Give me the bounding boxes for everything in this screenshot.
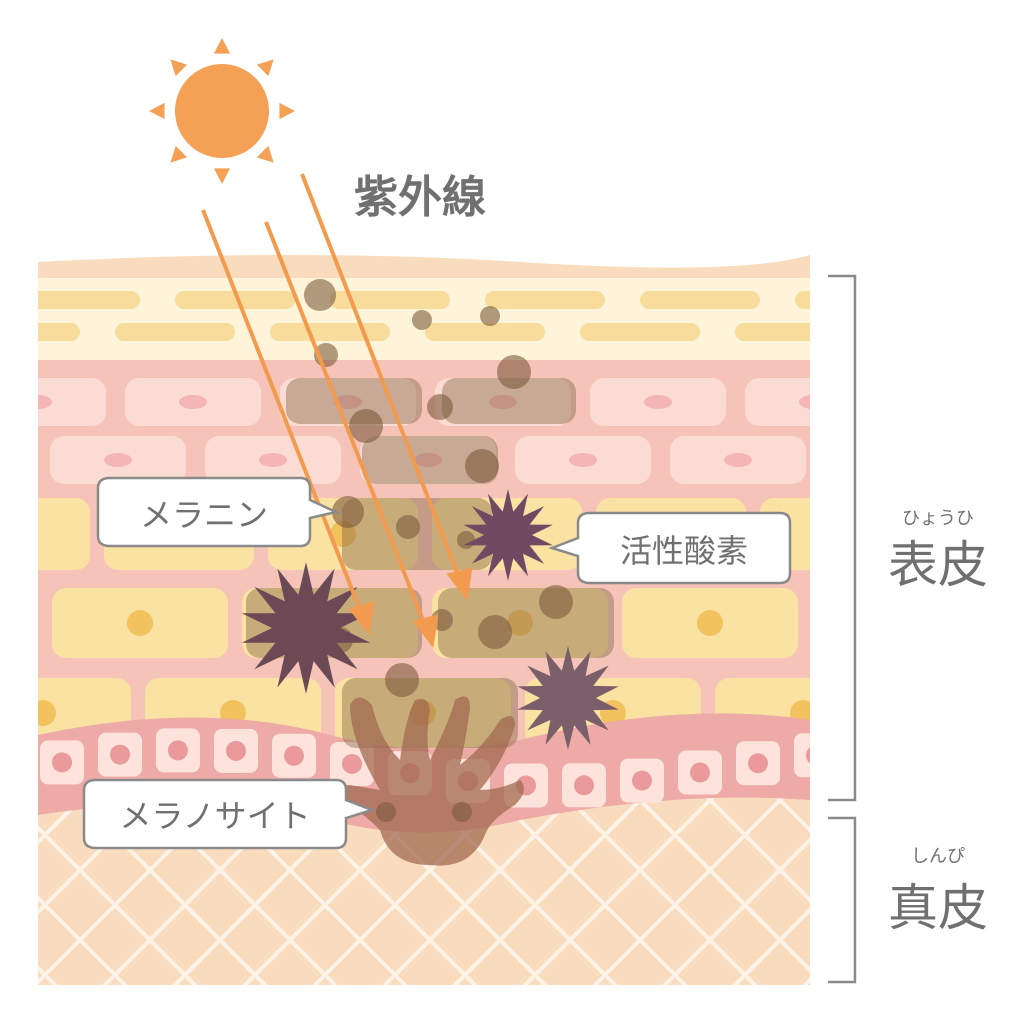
cell-nucleus — [127, 610, 153, 636]
cell-nucleus — [507, 610, 533, 636]
sun-ray — [149, 102, 165, 120]
sun-icon — [149, 38, 295, 184]
sun-ray — [256, 59, 274, 77]
melanin-granule — [497, 355, 531, 389]
cell-nucleus — [632, 770, 652, 791]
corneum-cell — [425, 323, 545, 341]
corneum-cell — [735, 323, 810, 341]
corneum-cell — [795, 291, 810, 309]
cell-nucleus — [697, 610, 723, 636]
uv-arrow — [264, 221, 428, 629]
cell-nucleus — [52, 752, 72, 773]
corneum-cell — [580, 323, 700, 341]
uv-arrowhead — [348, 601, 375, 635]
uv-arrowhead — [446, 567, 473, 601]
cell-nucleus — [342, 753, 362, 774]
granular-cell — [812, 588, 988, 658]
cell-nucleus — [110, 744, 130, 765]
cell-nucleus — [724, 453, 752, 467]
sun-ray — [279, 102, 295, 120]
cell-nucleus — [690, 762, 710, 783]
sun-ray — [256, 145, 274, 163]
melanin-granule — [465, 449, 499, 483]
cell-nucleus — [644, 395, 672, 409]
cell-nucleus — [574, 775, 594, 796]
cell-nucleus — [168, 740, 188, 761]
sun-ray — [170, 145, 188, 163]
melanin-granules — [304, 279, 573, 822]
melanin-granule — [396, 515, 420, 539]
cell-nucleus — [569, 453, 597, 467]
uv-arrow — [300, 173, 462, 581]
melanin-granule — [412, 310, 432, 330]
callout-melanin-text: メラニン — [140, 496, 268, 534]
callout-melanocyte-text: メラノサイト — [119, 797, 310, 835]
dermis-label: 真皮 — [888, 879, 988, 937]
cell-nucleus — [284, 745, 304, 766]
corneum-cell — [640, 291, 760, 309]
cell-nucleus — [2, 521, 28, 547]
cell-nucleus — [104, 453, 132, 467]
granular-cell — [38, 498, 90, 570]
epidermis-label: 表皮 — [888, 536, 988, 594]
callout-active-oxygen: 活性酸素 — [548, 511, 792, 585]
skin-surface — [38, 255, 810, 278]
sun-ray — [170, 59, 188, 77]
uv-arrowhead — [412, 614, 439, 648]
cell-nucleus — [179, 395, 207, 409]
cell-nucleus — [799, 395, 810, 409]
callout-melanocyte: メラノサイト — [82, 778, 376, 850]
cell-nucleus — [489, 395, 517, 409]
active-oxygen-icon — [241, 562, 371, 694]
melanin-granule — [332, 496, 364, 528]
skin-cross-section — [2, 255, 988, 985]
dermis-bracket — [828, 816, 857, 984]
cell-nucleus — [822, 521, 848, 547]
epidermis-bracket — [828, 274, 857, 802]
melanin-granule — [385, 663, 419, 697]
cell-nucleus — [887, 610, 913, 636]
epidermis-reading: ひょうひ — [902, 508, 974, 529]
melanin-granule — [304, 279, 336, 311]
melanin-granule — [427, 394, 453, 420]
melanin-granule — [478, 615, 512, 649]
uv-label: 紫外線 — [354, 172, 486, 223]
sun-ray — [213, 168, 231, 184]
corneum-cell — [115, 323, 235, 341]
corneum-cell — [175, 291, 295, 309]
sun-ray — [213, 38, 231, 54]
corneum-cell — [330, 291, 450, 309]
melanin-granule — [452, 802, 472, 822]
spinous-cell — [745, 378, 810, 426]
cell-nucleus — [748, 753, 768, 774]
corneum-cell — [38, 323, 80, 341]
basal-cell — [794, 733, 810, 778]
cell-nucleus — [259, 453, 287, 467]
active-oxygen-icon — [463, 489, 553, 581]
corneum-cell — [270, 323, 390, 341]
cell-nucleus — [38, 395, 52, 409]
active-oxygen-icon — [517, 646, 619, 750]
melanocyte — [338, 696, 524, 866]
uv-rays — [201, 173, 473, 648]
uv-arrow — [201, 209, 364, 616]
corneum-cell — [485, 291, 605, 309]
melanin-granule — [480, 306, 500, 326]
melanin-granule — [457, 531, 475, 549]
melanin-granule — [376, 802, 396, 822]
cell-nucleus — [414, 453, 442, 467]
corneum-cell — [38, 291, 140, 309]
cell-nucleus — [334, 395, 362, 409]
spinous-cell — [38, 378, 106, 426]
callout-melanin: メラニン — [96, 476, 340, 548]
cell-nucleus — [38, 700, 56, 726]
cell-nucleus — [226, 740, 246, 761]
callout-active-oxygen-text: 活性酸素 — [620, 532, 748, 570]
dermis-reading: しんぴ — [911, 846, 965, 867]
melanin-granule — [539, 585, 573, 619]
cell-nucleus — [806, 747, 810, 764]
melanin-granule — [349, 409, 383, 443]
